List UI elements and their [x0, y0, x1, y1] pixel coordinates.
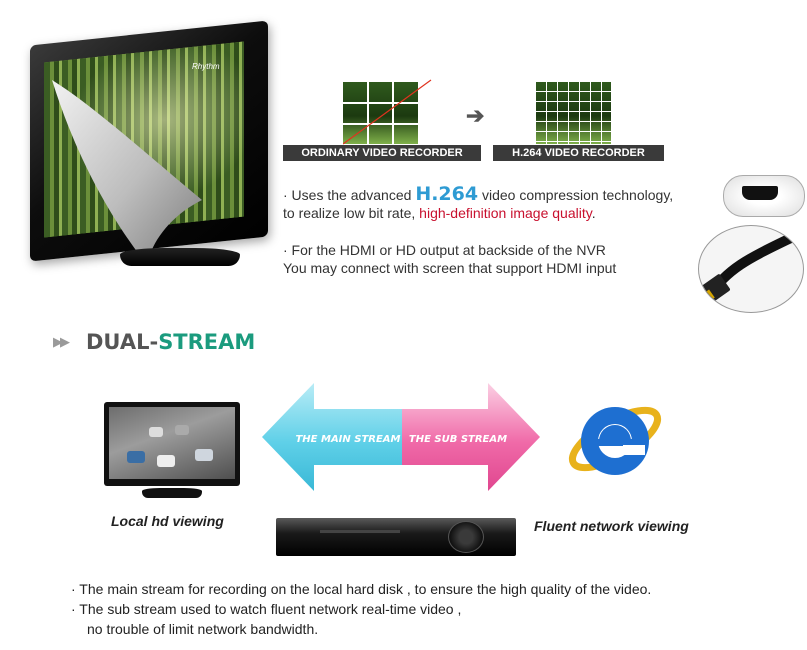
hdmi-cable-icon	[698, 225, 804, 313]
note-main-stream: · The main stream for recording on the l…	[71, 581, 652, 597]
arrow-right-icon: ➔	[466, 103, 485, 128]
feature-h264: · Uses the advanced H.264 video compress…	[283, 183, 674, 222]
local-hd-viewing-label: Local hd viewing	[111, 513, 224, 529]
bullet: ·	[283, 187, 288, 203]
car-shape	[127, 451, 145, 463]
internet-explorer-icon	[568, 406, 662, 475]
dual-stream-arrows: THE MAIN STREAM THE SUB STREAM	[262, 383, 540, 491]
car-shape	[175, 425, 189, 435]
nvr-slot	[320, 530, 400, 533]
bullet: ·	[283, 242, 288, 258]
h264-recorder-label: H.264 VIDEO RECORDER	[493, 145, 664, 161]
car-shape	[149, 427, 163, 437]
strike-line	[343, 79, 432, 145]
dual-stream-title: DUAL-STREAM	[86, 330, 256, 354]
fluent-network-viewing-label: Fluent network viewing	[534, 518, 689, 534]
sub-stream-label: THE SUB STREAM	[409, 434, 507, 445]
h264-highlight: H.264	[415, 183, 479, 205]
note-bandwidth: no trouble of limit network bandwidth.	[87, 621, 319, 637]
page-curl-icon	[52, 80, 202, 265]
nvr-dial	[448, 521, 484, 553]
hdmi-port-slot	[742, 186, 778, 200]
hd-quality-highlight: high-definition image quality	[419, 205, 592, 221]
tv-brand: Rhythm	[192, 62, 220, 71]
note-sub-stream: · The sub stream used to watch fluent ne…	[71, 601, 462, 617]
ordinary-grid-image	[343, 82, 418, 144]
main-stream-arrow	[262, 383, 402, 491]
ordinary-recorder-label: ORDINARY VIDEO RECORDER	[283, 145, 481, 161]
tv-stand	[120, 248, 240, 266]
double-arrow-icon: ▶▶	[53, 334, 70, 349]
car-shape	[195, 449, 213, 461]
feature-hdmi: · For the HDMI or HD output at backside …	[283, 242, 617, 276]
monitor-stand	[142, 488, 202, 498]
sub-stream-arrow	[402, 383, 540, 491]
car-shape	[157, 455, 175, 467]
h264-grid-image	[536, 82, 611, 144]
main-stream-label: THE MAIN STREAM	[295, 434, 400, 445]
monitor-screen	[109, 407, 235, 479]
